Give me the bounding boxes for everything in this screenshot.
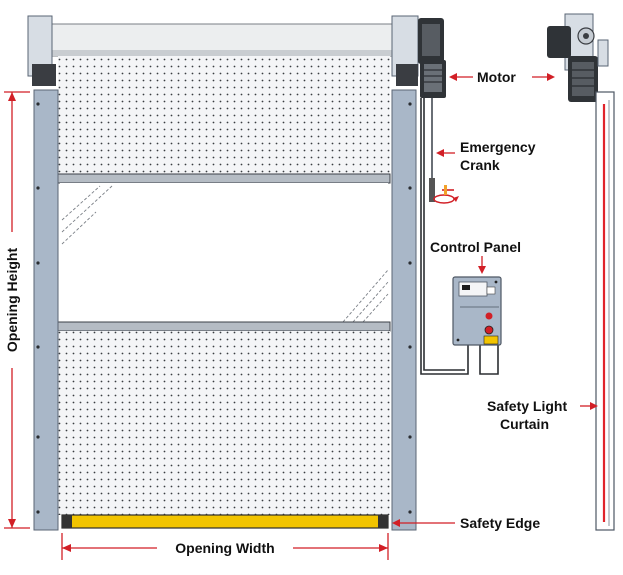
safety-edge-label: Safety Edge [460, 515, 540, 531]
right-side-frame [391, 15, 419, 531]
side-view-frame [547, 13, 615, 531]
emergency-crank-label-line1: Emergency [460, 139, 536, 155]
emergency-crank-label-line2: Crank [460, 157, 500, 173]
motor-assembly [418, 18, 446, 98]
control-panel-label: Control Panel [430, 239, 521, 255]
control-panel [452, 276, 502, 346]
lower-rail [57, 321, 391, 332]
clear-window-panel [60, 183, 388, 322]
door-curtain [47, 23, 401, 529]
safety-light-curtain-label-line1: Safety Light [487, 398, 567, 414]
left-side-frame [27, 15, 59, 531]
emergency-crank [429, 98, 459, 204]
opening-height-label: Opening Height [4, 248, 20, 353]
upper-rail [57, 173, 391, 184]
upper-perforated-panel [58, 56, 390, 174]
lower-perforated-panel [58, 331, 390, 515]
opening-width-label: Opening Width [175, 540, 274, 556]
motor-label: Motor [477, 69, 516, 85]
safety-light-curtain-label-line2: Curtain [500, 416, 549, 432]
control-cable [420, 98, 499, 375]
safety-edge-bar [61, 514, 389, 529]
